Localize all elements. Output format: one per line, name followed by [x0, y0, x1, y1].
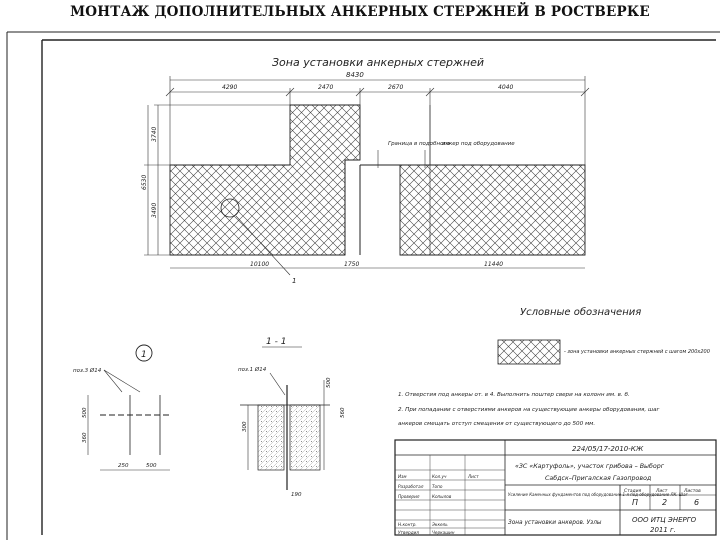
- stamp-drawing-name: Зона установки анкеров. Узлы: [508, 520, 602, 526]
- stamp-row-4-role: Н.контр.: [398, 522, 417, 527]
- stamp-object2: Сабдск–Пригалская Газопровод: [545, 474, 651, 482]
- stamp-year: 2011 г.: [650, 526, 676, 534]
- stamp-sheets: 6: [694, 498, 699, 507]
- bottom-dim-1: 10100: [250, 261, 269, 268]
- top-dim-3: 2670: [388, 84, 403, 91]
- stamp-stage: П: [632, 498, 638, 507]
- section-dim-1: 500: [326, 377, 332, 388]
- legend-swatch: [497, 339, 561, 365]
- stamp-org: ООО ИТЦ ЭНЕРГО: [632, 516, 697, 524]
- top-dim-2: 2470: [318, 84, 333, 91]
- bottom-dim-2: 1750: [344, 261, 359, 268]
- section-title: 1 - 1: [266, 337, 286, 347]
- section-hatch-right: [289, 404, 321, 471]
- stamp-code: 224/05/17-2010-КЖ: [572, 445, 644, 453]
- note-2: 2. При попадании с отверстиями анкеров н…: [398, 407, 660, 413]
- stamp-row-2-role: Разработал: [398, 484, 424, 489]
- title-block: 224/05/17-2010-КЖ «ЗС «Картуфоль», участ…: [394, 439, 717, 536]
- section-dim-4: 190: [291, 492, 302, 498]
- stamp-row-3-role: Проверил: [398, 494, 420, 499]
- page-title: МОНТАЖ ДОПОЛНИТЕЛЬНЫХ АНКЕРНЫХ СТЕРЖНЕЙ …: [70, 4, 650, 20]
- section-hatch-left: [257, 404, 285, 471]
- stamp-row-5-name: Черкашин: [432, 530, 455, 535]
- detail-marker-circle: [135, 344, 153, 362]
- stamp-row-1-sign: Лист: [467, 474, 479, 479]
- top-dim-4: 4040: [498, 84, 513, 91]
- overall-dim: 8430: [346, 71, 364, 79]
- stamp-stage-label: Стадия: [624, 488, 642, 494]
- stamp-sheet-label: Лист: [655, 488, 668, 494]
- detail-callout-circle: [220, 198, 240, 218]
- zone-title: Зона установки анкерных стержней: [272, 56, 484, 69]
- detail-dim-3: 250: [118, 463, 129, 469]
- stamp-row-4-name: Эккель: [431, 522, 448, 527]
- left-dim-2: 6530: [141, 175, 148, 190]
- notes: 1. Отверстия под анкеры от. в 4. Выполни…: [398, 392, 660, 427]
- stamp-sheets-label: Листов: [683, 488, 701, 494]
- stamp-object: «ЗС «Картуфоль», участок грибова – Выбор…: [515, 462, 665, 470]
- detail-node-1: 1 поз.3 Ø14 500 360 250 500: [73, 344, 170, 471]
- detail-dim-2: 360: [82, 432, 88, 443]
- bottom-dim-3: 11440: [484, 261, 503, 268]
- top-dim-1: 4290: [222, 84, 237, 91]
- detail-label: поз.3 Ø14: [73, 367, 102, 374]
- legend: Условные обозначения - зона установки ан…: [497, 306, 710, 365]
- stamp-row-3-name: Копылов: [432, 494, 452, 499]
- detail-dim-4: 500: [146, 463, 157, 469]
- leader-left: Граница в подобного: [388, 141, 450, 147]
- note-1: 1. Отверстия под анкеры от. в 4. Выполни…: [398, 392, 630, 398]
- note-3: анкеров смещать отступ смещения от сущес…: [398, 421, 595, 427]
- leader-right: анкер под оборудование: [442, 141, 515, 147]
- detail-marker: 1: [141, 350, 147, 360]
- callout-mark: 1: [292, 277, 296, 285]
- stamp-sheet-name: Усиление Каменных фундаментов под оборуд…: [508, 492, 689, 497]
- section-dim-3: 300: [242, 421, 248, 432]
- hatch-zone-left: [169, 104, 361, 256]
- hatch-zone-right: [399, 164, 586, 256]
- stamp-sheet: 2: [662, 498, 667, 507]
- sheet-frame: [6, 31, 720, 540]
- section-1-1: 1 - 1 поз.1 Ø14 500 560 300 190: [238, 337, 346, 498]
- section-label: поз.1 Ø14: [238, 366, 267, 373]
- legend-title: Условные обозначения: [520, 306, 641, 318]
- left-dim-3: 3490: [151, 203, 158, 218]
- stamp-row-1-name: Кол.уч: [432, 474, 447, 479]
- plan-view: Зона установки анкерных стержней 8430 42…: [141, 56, 590, 285]
- section-dim-2: 560: [340, 407, 346, 418]
- stamp-row-2-name: Топо: [432, 484, 443, 489]
- stamp-row-1-role: Изм: [398, 474, 407, 479]
- detail-dim-1: 500: [82, 407, 88, 418]
- stamp-row-5-role: Утвердил: [398, 530, 419, 535]
- legend-item: - зона установки анкерных стержней с шаг…: [564, 349, 710, 355]
- left-dim-1: 3740: [151, 127, 158, 142]
